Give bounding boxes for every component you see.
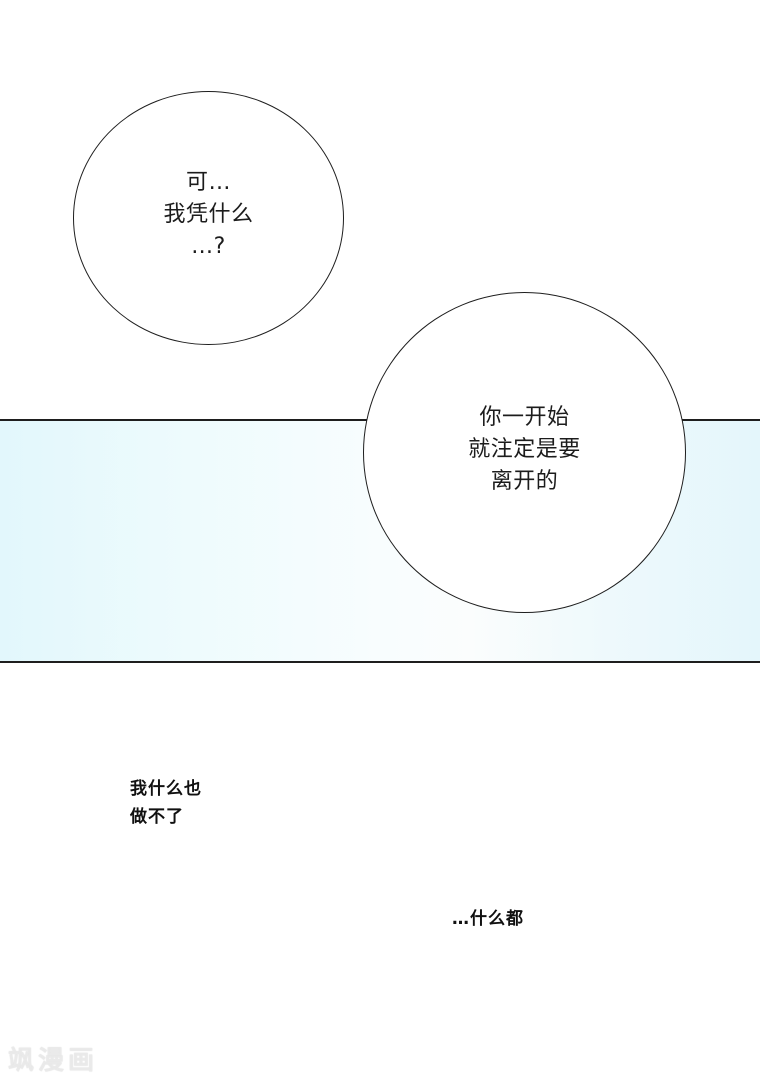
narration-line: 我什么也	[130, 779, 202, 799]
bubble-line: 我凭什么	[163, 202, 254, 227]
speech-bubble-1: 可… 我凭什么 …?	[73, 91, 344, 345]
bubble-line: 你一开始	[479, 404, 570, 430]
bubble-line: 可…	[185, 170, 231, 195]
narration-text-2: …什么都	[452, 905, 524, 933]
narration-line: 做不了	[130, 807, 184, 827]
watermark-logo: 飒漫画	[8, 1046, 99, 1076]
bubble-line: 离开的	[490, 468, 559, 494]
narration-line: …什么都	[452, 909, 524, 929]
speech-bubble-2-text: 你一开始 就注定是要 离开的	[468, 402, 581, 498]
speech-bubble-1-text: 可… 我凭什么 …?	[163, 167, 253, 263]
bubble-line: 就注定是要	[468, 436, 581, 462]
speech-bubble-2: 你一开始 就注定是要 离开的	[363, 292, 686, 613]
narration-text-1: 我什么也 做不了	[130, 775, 202, 831]
bubble-line: …?	[191, 234, 226, 259]
